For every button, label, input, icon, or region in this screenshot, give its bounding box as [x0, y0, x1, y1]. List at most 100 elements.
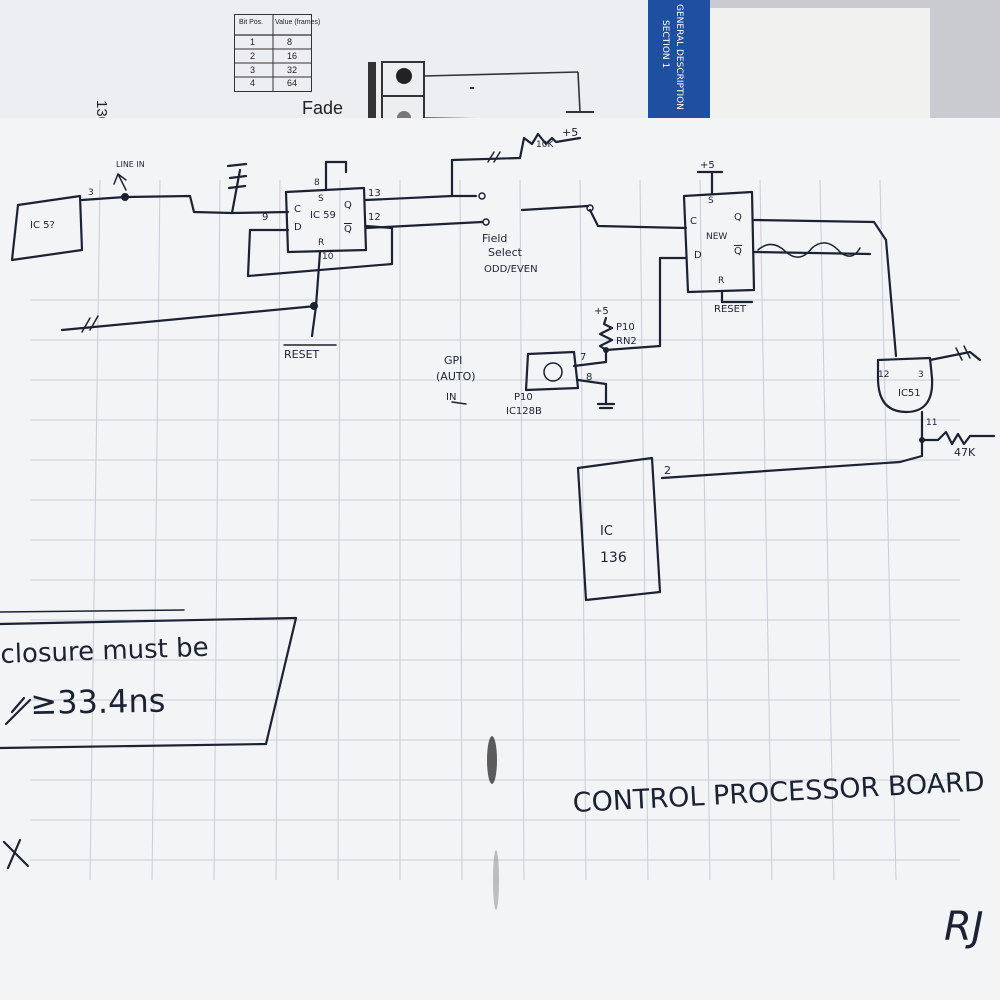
label-ff2-d: D [694, 250, 702, 261]
label-ff2-c: C [690, 216, 697, 227]
label-ff1-pin8: 8 [314, 178, 320, 188]
label-gate: IC51 [898, 388, 921, 399]
break-mark [81, 315, 99, 333]
label-odd-even: ODD/EVEN [484, 264, 538, 275]
label-ff2-qbar: Q [734, 246, 742, 257]
label-gate-pin3: 3 [918, 370, 924, 380]
label-ff2-r: R [718, 276, 725, 286]
wire-to-ic136 [660, 438, 924, 480]
scribble-out [757, 242, 861, 258]
line-in-arrow [113, 173, 127, 191]
ic59-box [284, 186, 368, 254]
label-gpi-in: IN [446, 392, 457, 403]
table-cell: 8 [287, 37, 293, 47]
manual-heading-fade: Fade [302, 98, 344, 118]
wire-clock-in [80, 194, 290, 215]
label-ff1-pin13: 13 [368, 188, 381, 199]
wire-ic51-pin3 [928, 350, 982, 362]
label-ff1-pin12: 12 [368, 212, 381, 223]
label-reset-2: RESET [714, 304, 747, 315]
break-mark [955, 345, 971, 361]
optocoupler-symbol [543, 362, 563, 382]
label-ff2-name: NEW [706, 232, 728, 242]
corner-mark-text: X [0, 836, 1, 837]
label-ff1-q: Q [344, 200, 352, 211]
table-cell: 16 [287, 51, 298, 61]
label-ff1-pin9: 9 [262, 212, 269, 223]
label-ic136-num: 136 [600, 550, 627, 566]
manual-page: 1302 Fade Ra Bit Pos. Value (frames) 1 8… [0, 0, 700, 140]
wire-new-ff-reset [720, 290, 754, 304]
wire-ic59-q [364, 194, 478, 202]
table-cell: 1 [250, 37, 256, 47]
label-field-select-1: Field [482, 232, 508, 245]
label-gpi-auto: (AUTO) [436, 370, 476, 383]
switch-contact [478, 192, 486, 200]
table-header-bit: Bit Pos. [239, 19, 264, 26]
wire-ground [576, 378, 616, 410]
label-pin7: 7 [580, 352, 587, 363]
wire-reset-bus [60, 304, 318, 332]
junction-dot [603, 347, 609, 353]
label-plus5-rn: +5 [594, 306, 609, 317]
bit-value-table: Bit Pos. Value (frames) 1 8 2 16 3 32 4 … [234, 14, 320, 92]
wire-pullup-10k [450, 132, 582, 198]
wire-ic59-qbar [364, 220, 484, 230]
note-line-2: ≥33.4ns [30, 681, 166, 722]
table-cell: 2 [250, 51, 256, 61]
new-ff-box [682, 190, 756, 294]
wire-ic59-pin8 [324, 160, 348, 192]
wire-new-qbar [752, 250, 872, 256]
note-hatch [4, 696, 32, 726]
switch-arm [520, 204, 590, 212]
label-gate-pin12: 12 [878, 370, 890, 380]
label-gate-pin11: 11 [926, 418, 938, 428]
label-pin8: 8 [586, 372, 593, 383]
label-ic136-ic: IC [600, 524, 613, 539]
break-mark [487, 151, 501, 163]
table-cell: 64 [287, 78, 298, 88]
ic-left-box [10, 194, 84, 262]
switch-contact [482, 218, 490, 226]
label-ic128b: IC128B [506, 406, 542, 417]
wire-ic59-reset [310, 250, 322, 338]
note-top-line [0, 609, 185, 613]
table-cell: 3 [250, 65, 256, 75]
ic128b-box [524, 350, 580, 392]
label-reset-1: RESET [284, 348, 320, 361]
label-rn2: RN2 [616, 336, 637, 347]
table-cell: 32 [287, 65, 298, 75]
label-res-47k: 47K [954, 446, 976, 459]
label-ff2-s: S [708, 196, 714, 206]
label-field-select-2: Select [488, 246, 522, 259]
label-pin2: 2 [664, 464, 671, 477]
label-line-in: LINE IN [116, 160, 145, 169]
resistor-47k [920, 410, 996, 446]
junction-dot [121, 193, 129, 201]
label-p10-ic: P10 [514, 392, 533, 403]
binder-edge [690, 8, 930, 138]
section-tab: GENERAL DESCRIPTION SECTION 1 [648, 0, 710, 122]
wire-to-new-ff [588, 208, 688, 230]
label-res-10k: 10K [536, 140, 554, 150]
ic51-gate [876, 356, 934, 414]
label-ff1-r: R [318, 238, 325, 248]
label-ff1-s: S [318, 194, 324, 204]
wire-new-q [752, 218, 898, 358]
label-ff1-c: C [294, 204, 301, 215]
resistor-rn2 [598, 316, 614, 352]
label-ff1-pin10: 10 [322, 252, 334, 262]
label-gpi: GPI [444, 354, 463, 367]
gpi-underline [451, 401, 467, 405]
table-header-value: Value (frames) [275, 19, 321, 26]
signature: RJ [944, 904, 984, 950]
ic136-box [576, 456, 662, 602]
label-pin3: 3 [88, 188, 94, 198]
note-box [0, 616, 298, 750]
label-ff1-name: IC 59 [310, 210, 336, 221]
wire-to-d-input [604, 256, 688, 352]
wire-transistor-collector [572, 348, 608, 368]
capacitor-symbol [226, 162, 248, 215]
